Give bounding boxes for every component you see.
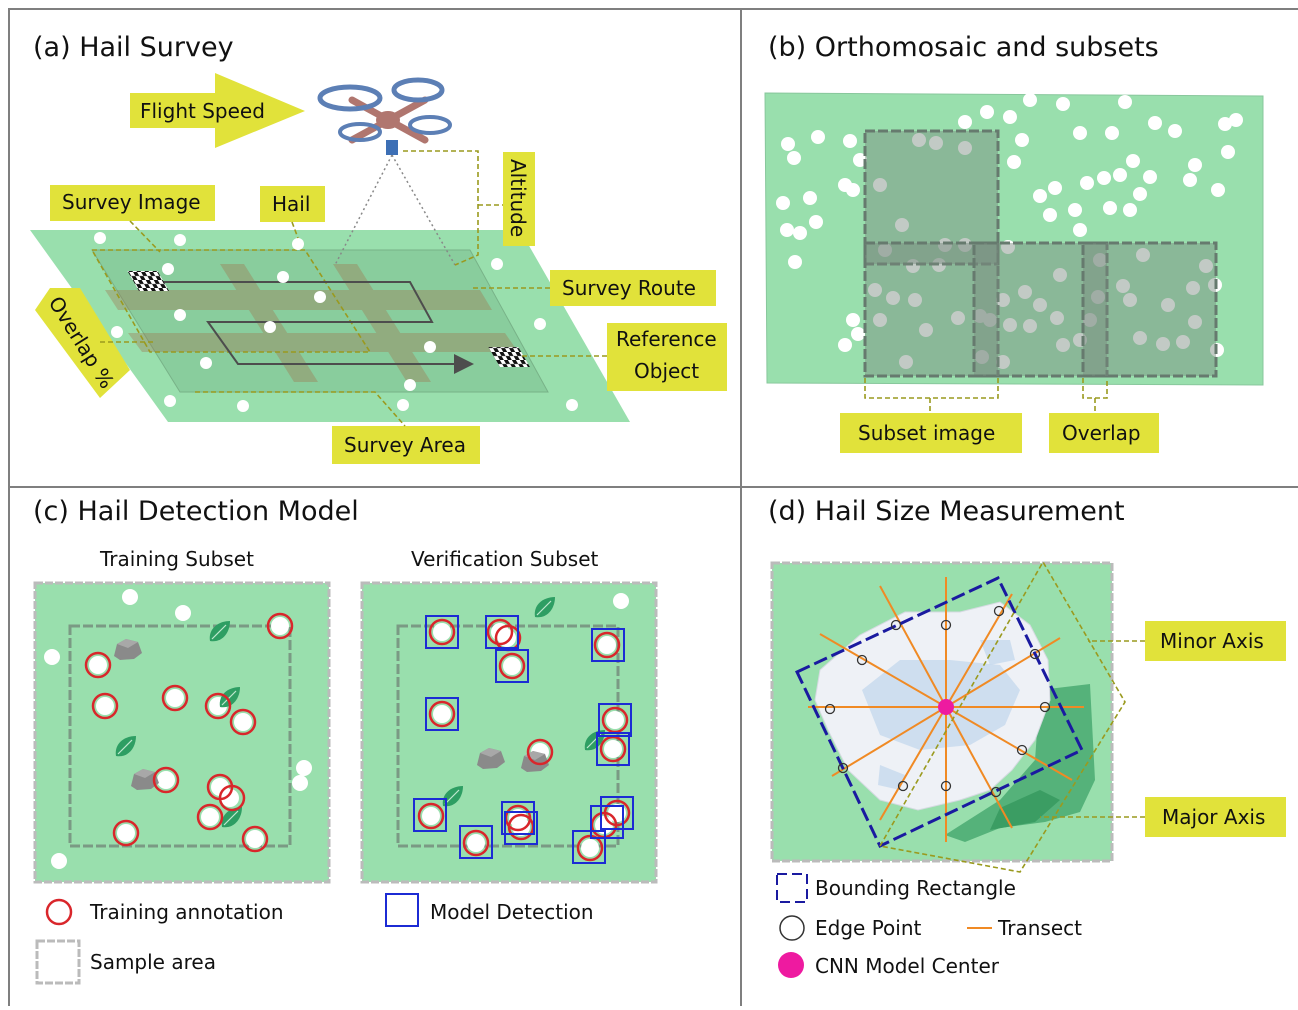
panel-d-size-measurement: (d) Hail Size Measurement: [768, 496, 1286, 978]
cnn-center-legend-label: CNN Model Center: [815, 954, 1000, 978]
orthomosaic: [764, 92, 1264, 386]
training-annotations: [84, 612, 294, 853]
panel-a-title: (a) Hail Survey: [33, 32, 234, 63]
reference-object-start: [127, 271, 170, 291]
panel-b-orthomosaic: (b) Orthomosaic and subsets: [764, 32, 1264, 453]
major-axis-label: Major Axis: [1162, 805, 1265, 829]
hail-stones-b: [776, 93, 1243, 369]
reference-object-end: [488, 347, 530, 367]
sample-area-legend-icon: [35, 939, 81, 985]
training-subset-title: Training Subset: [99, 547, 254, 571]
drone-icon: [317, 77, 452, 155]
model-detections: [413, 615, 634, 864]
panel-b-title: (b) Orthomosaic and subsets: [768, 32, 1159, 63]
hail-label: Hail: [272, 192, 310, 216]
bounding-rectangle-legend-icon: [776, 873, 808, 903]
panel-d-title: (d) Hail Size Measurement: [768, 496, 1125, 527]
axes-envelope: [878, 560, 1126, 873]
survey-image-label: Survey Image: [62, 190, 201, 214]
edge-point-legend-label: Edge Point: [815, 916, 922, 940]
panel-frames: [8, 8, 1298, 1010]
subset-image-label: Subset image: [858, 421, 995, 445]
survey-area-label: Survey Area: [344, 433, 466, 457]
training-annotation-legend-icon: [45, 898, 73, 926]
verification-annotations: [417, 618, 631, 862]
flight-speed-arrow: [130, 73, 305, 148]
survey-route-label: Survey Route: [562, 276, 696, 300]
flight-speed-label: Flight Speed: [140, 99, 265, 123]
cnn-center-legend-icon: [778, 952, 804, 978]
altitude-label: Altitude: [506, 159, 530, 237]
transect-legend-label: Transect: [997, 916, 1082, 940]
verification-subset-title: Verification Subset: [411, 547, 599, 571]
overlap-label-b: Overlap: [1062, 421, 1141, 445]
training-subset-panel: [33, 581, 331, 884]
cnn-center-point: [938, 699, 954, 715]
model-detection-legend-label: Model Detection: [430, 900, 594, 924]
panel-c-title: (c) Hail Detection Model: [33, 496, 359, 527]
model-detection-legend-icon: [385, 893, 419, 927]
reference-object-label-2: Object: [634, 359, 699, 383]
bounding-rectangle-legend-label: Bounding Rectangle: [815, 876, 1016, 900]
reference-object-label-1: Reference: [616, 327, 717, 351]
training-annotation-legend-label: Training annotation: [89, 900, 284, 924]
verification-subset-panel: [360, 581, 658, 884]
survey-route: [150, 281, 474, 374]
hail-stones-a: [94, 232, 578, 412]
edge-points: [824, 605, 1051, 798]
subset-rectangles: [863, 129, 1218, 378]
minor-axis-label: Minor Axis: [1160, 629, 1264, 653]
edge-point-legend-icon: [779, 915, 805, 941]
sample-area-legend-label: Sample area: [90, 950, 216, 974]
panel-c-detection-model: (c) Hail Detection Model Training Subset…: [33, 496, 658, 985]
transects: [808, 577, 1084, 842]
survey-image-footprint: [90, 249, 372, 353]
panel-a-hail-survey: (a) Hail Survey: [30, 32, 727, 464]
